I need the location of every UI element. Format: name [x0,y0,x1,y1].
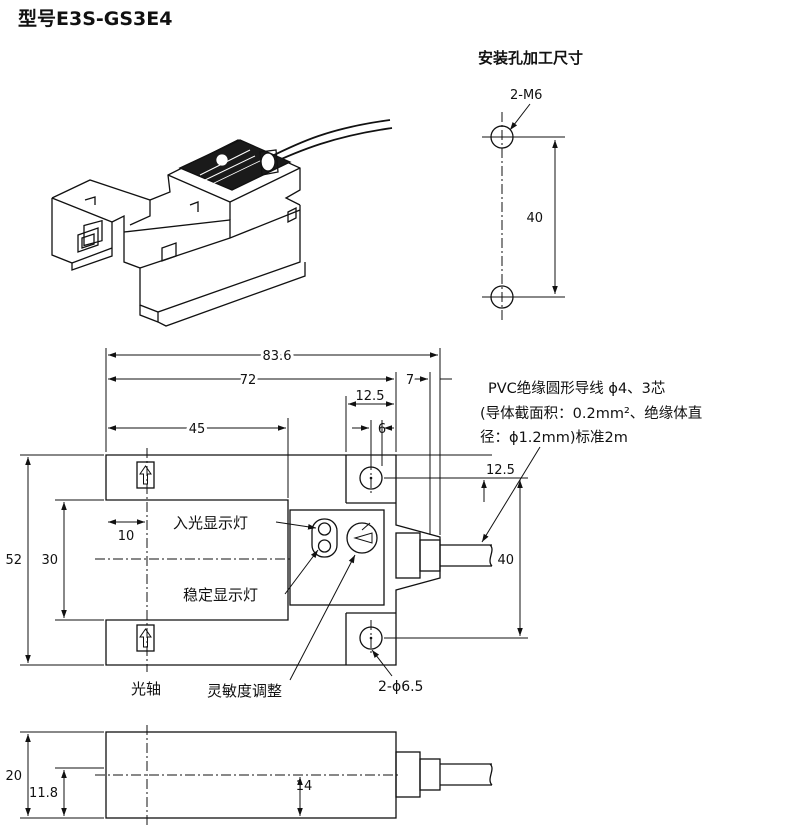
dim-mid-thickness: 11.8 [29,786,58,801]
dim-slot-width: 30 [41,553,58,568]
mount-hole-spacing: 40 [526,211,543,226]
label-optical-axis: 光轴 [131,680,161,698]
dim-cable-height: 14 [296,779,313,794]
mount-hole-title: 安装孔加工尺寸 [478,49,583,67]
cable-spec-line3: 径：ϕ1.2mm)标准2m [480,429,628,446]
dim-overall-length: 83.6 [263,349,292,364]
side-view-outline [95,725,493,825]
mount-hole-drawing [482,103,565,322]
label-incident-light: 入光显示灯 [173,514,248,532]
dim-body-length: 72 [240,373,257,388]
label-sensitivity: 灵敏度调整 [207,682,282,700]
dim-hole-offset-v: 12.5 [486,463,515,478]
dim-hole-block: 12.5 [356,389,385,404]
front-view-outline [95,448,493,672]
model-title: 型号E3S-GS3E4 [18,7,172,30]
label-hole-diameter: 2-ϕ6.5 [378,679,423,695]
cable-spec-line2: (导体截面积：0.2mm²、绝缘体直 [480,405,702,422]
mount-hole-label: 2-M6 [510,88,542,103]
dim-height: 52 [5,553,22,568]
side-view-dimensions [20,731,303,819]
label-stability-light: 稳定显示灯 [183,586,258,604]
dim-hole-spacing: 40 [497,553,514,568]
isometric-sensor-view [51,119,393,327]
dim-slot-depth: 45 [189,422,206,437]
dim-hole-center: 6 [378,422,386,437]
dim-axis-offset: 10 [118,529,135,544]
front-view-dimensions [20,348,541,681]
dim-thickness: 20 [5,769,22,784]
dim-cable-offset: 7 [406,373,414,388]
cable-spec-line1: PVC绝缘圆形导线 ϕ4、3芯 [488,380,665,397]
